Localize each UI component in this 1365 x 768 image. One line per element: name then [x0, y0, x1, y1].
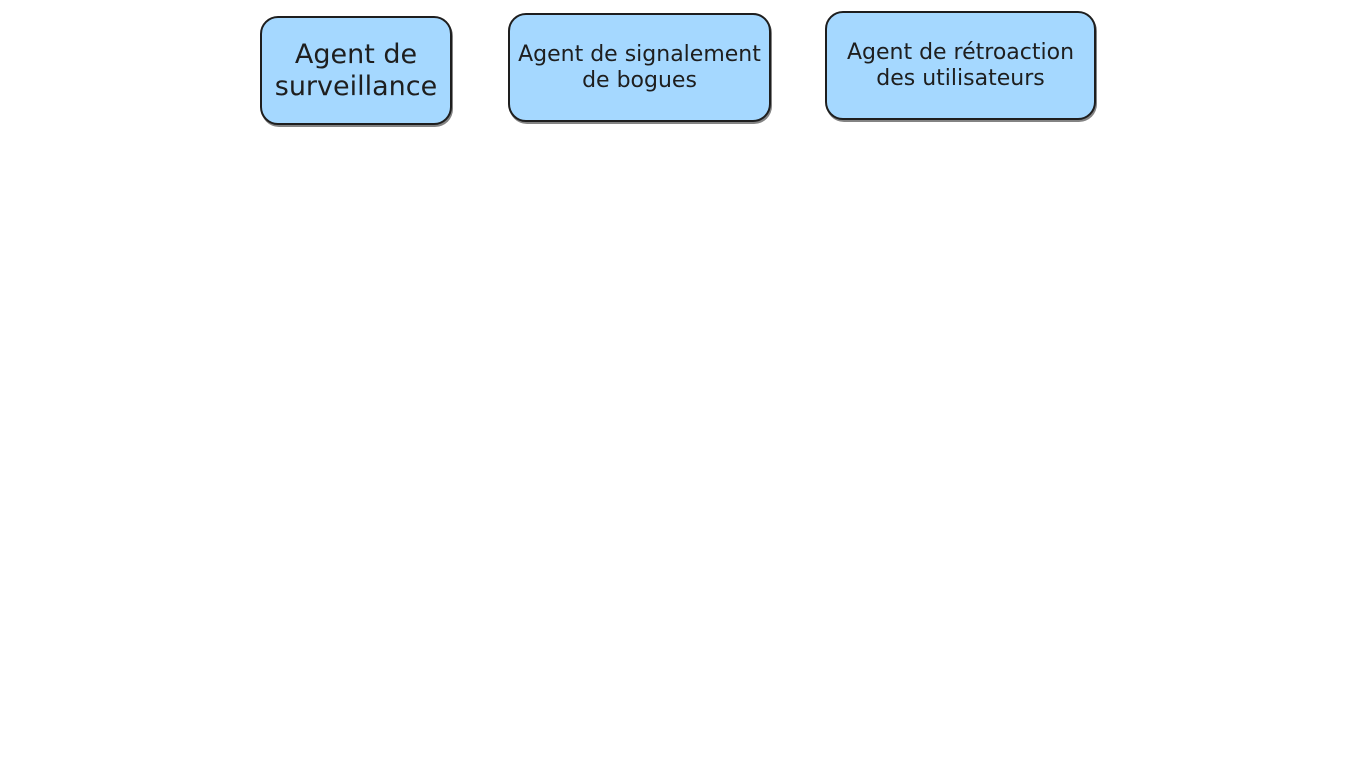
node-surveillance-agent[interactable]: Agent de surveillance [260, 16, 452, 125]
node-label: Agent de surveillance [274, 39, 438, 102]
node-label: Agent de rétroaction des utilisateurs [846, 40, 1075, 91]
node-label: Agent de signalement de bogues [518, 42, 761, 93]
node-user-feedback-agent[interactable]: Agent de rétroaction des utilisateurs [825, 11, 1096, 120]
node-bug-report-agent[interactable]: Agent de signalement de bogues [508, 13, 771, 122]
